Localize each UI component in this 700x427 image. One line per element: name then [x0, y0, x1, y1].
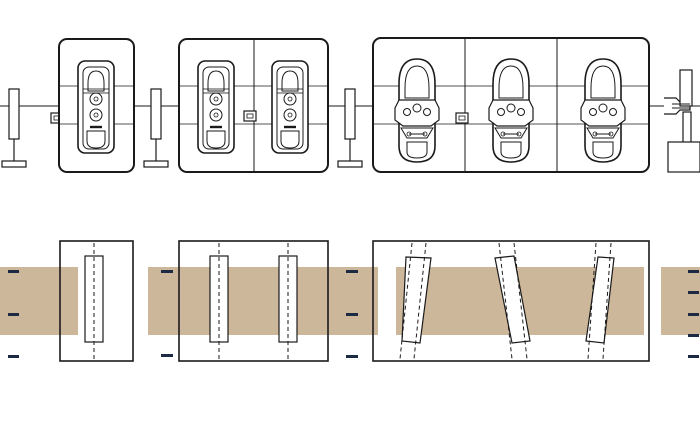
board-piece	[661, 267, 700, 335]
top-row	[0, 37, 700, 173]
feed-roller-3	[338, 89, 362, 167]
cutter-head	[78, 61, 114, 153]
exit-clamp	[664, 69, 700, 173]
station-angled-triple-cut	[372, 240, 650, 362]
cutter-head	[395, 59, 439, 162]
board-piece	[148, 267, 378, 335]
station-single-cut	[59, 240, 134, 362]
board-marks	[8, 270, 699, 358]
feed-roller-1	[2, 89, 26, 167]
board-piece	[0, 267, 78, 335]
connector-2	[244, 111, 256, 121]
bottom-row	[0, 240, 700, 362]
connector-3	[456, 113, 468, 123]
triple-head-machine	[372, 37, 650, 173]
single-head-machine	[58, 38, 135, 173]
cutter-head	[198, 61, 234, 153]
cutter-head	[581, 59, 625, 162]
double-head-machine	[178, 38, 329, 173]
station-double-cut	[178, 240, 329, 362]
cutter-head	[489, 59, 533, 162]
cutter-head	[272, 61, 308, 153]
feed-roller-2	[144, 89, 168, 167]
